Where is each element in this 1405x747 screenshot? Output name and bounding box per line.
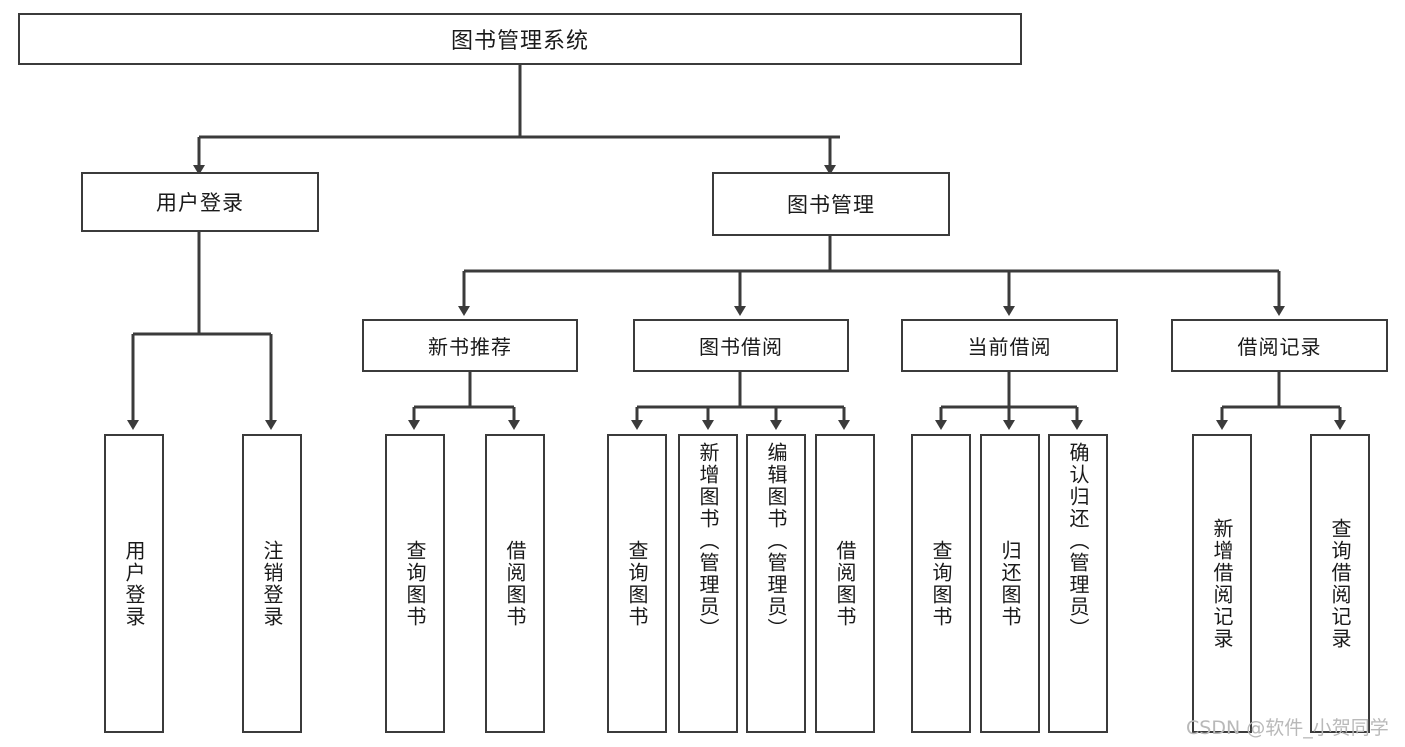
node-new-book-recommend[interactable]: 新书推荐 [362,319,578,372]
node-label: 图书借阅 [699,335,783,359]
node-label: 确认归还（管理员） [1066,442,1090,640]
leaf-return-book[interactable]: 归还图书 [980,434,1040,733]
node-label: 编辑图书（管理员） [764,442,788,640]
node-book-borrow[interactable]: 图书借阅 [633,319,849,372]
node-label: 新增借阅记录 [1210,517,1234,650]
node-book-management[interactable]: 图书管理 [712,172,950,236]
leaf-add-borrow-record[interactable]: 新增借阅记录 [1192,434,1252,733]
leaf-query-borrow-record[interactable]: 查询借阅记录 [1310,434,1370,733]
leaf-user-login[interactable]: 用户登录 [104,434,164,733]
node-label: 新书推荐 [428,335,512,359]
node-user-login[interactable]: 用户登录 [81,172,319,232]
node-label: 查询图书 [929,539,953,628]
node-current-borrow[interactable]: 当前借阅 [901,319,1118,372]
leaf-query-book-current[interactable]: 查询图书 [911,434,971,733]
node-label: 借阅记录 [1237,335,1322,359]
node-borrow-record[interactable]: 借阅记录 [1171,319,1388,372]
node-root-system[interactable]: 图书管理系统 [18,13,1022,65]
node-label: 图书管理 [787,193,875,217]
leaf-query-book-borrow[interactable]: 查询图书 [607,434,667,733]
node-label: 查询图书 [403,539,427,628]
node-label: 借阅图书 [833,539,857,628]
watermark-text: CSDN @软件_小贺同学 [1186,717,1389,739]
node-label: 新增图书（管理员） [696,442,720,640]
leaf-edit-book-admin[interactable]: 编辑图书（管理员） [746,434,806,733]
leaf-user-logout[interactable]: 注销登录 [242,434,302,733]
node-label: 归还图书 [998,539,1022,628]
node-label: 借阅图书 [503,539,527,628]
leaf-borrow-book-recommend[interactable]: 借阅图书 [485,434,545,733]
leaf-add-book-admin[interactable]: 新增图书（管理员） [678,434,738,733]
leaf-confirm-return-admin[interactable]: 确认归还（管理员） [1048,434,1108,733]
node-label: 查询借阅记录 [1328,517,1352,650]
node-label: 当前借阅 [967,335,1052,359]
leaf-borrow-book[interactable]: 借阅图书 [815,434,875,733]
node-label: 注销登录 [260,539,284,628]
node-label: 图书管理系统 [450,29,589,54]
node-label: 用户登录 [122,539,146,628]
node-label: 查询图书 [625,539,649,628]
leaf-query-book-recommend[interactable]: 查询图书 [385,434,445,733]
node-label: 用户登录 [156,191,244,215]
